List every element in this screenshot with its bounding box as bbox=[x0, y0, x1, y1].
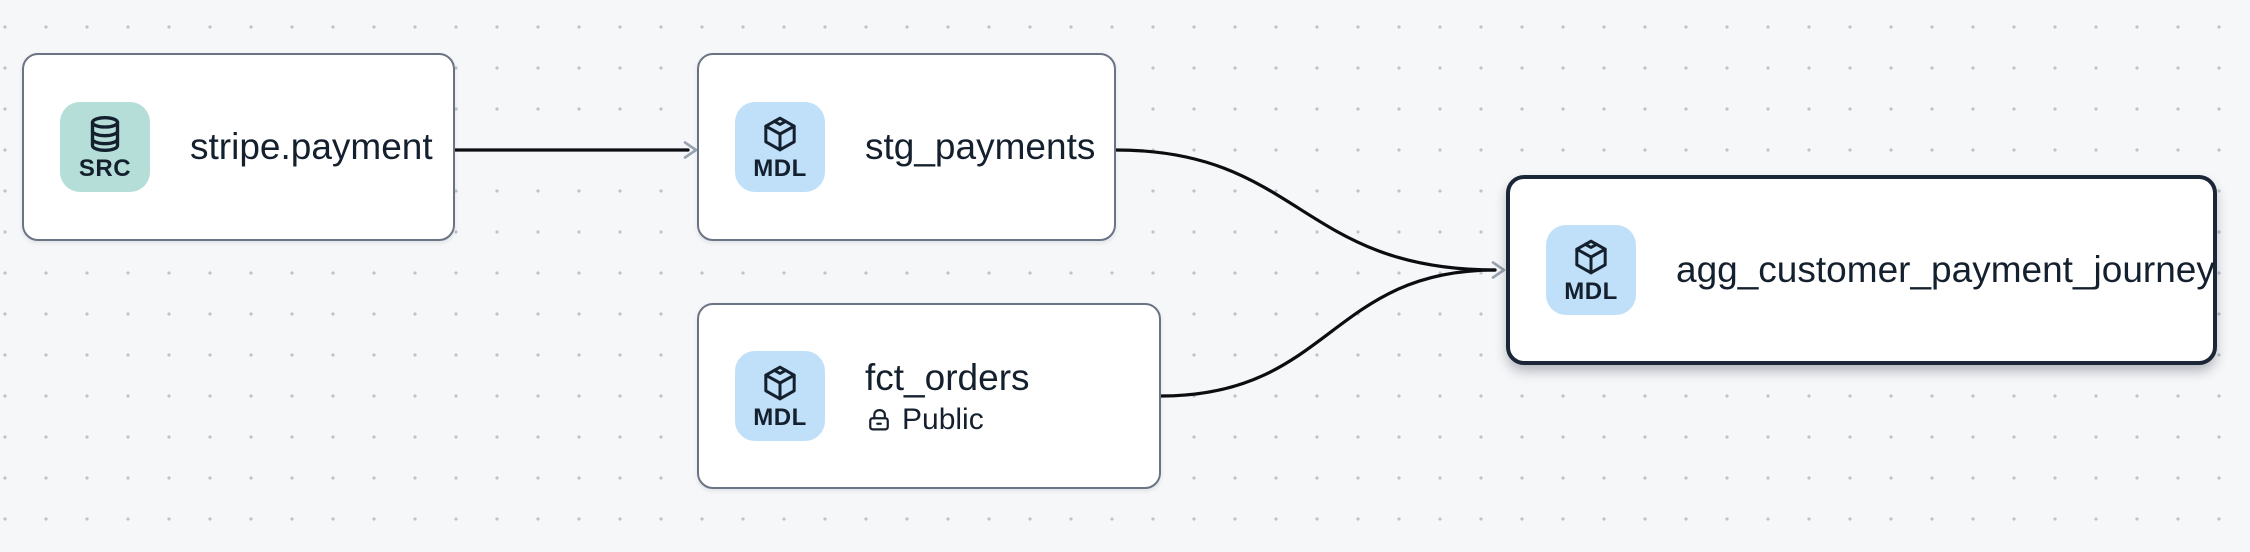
node-stripe-payment[interactable]: SRC stripe.payment bbox=[22, 53, 455, 241]
badge-label: MDL bbox=[1564, 277, 1618, 305]
cube-icon bbox=[1575, 239, 1607, 274]
badge-label: MDL bbox=[753, 403, 807, 431]
database-icon bbox=[90, 115, 120, 152]
cube-icon bbox=[764, 365, 796, 400]
node-title: stripe.payment bbox=[190, 125, 433, 167]
badge-label: SRC bbox=[78, 154, 132, 182]
node-fct-orders[interactable]: MDL fct_orders Public bbox=[697, 303, 1161, 489]
arrowhead-icon bbox=[683, 141, 698, 159]
model-type-badge: MDL bbox=[1546, 225, 1636, 315]
node-title: agg_customer_payment_journey bbox=[1676, 248, 2215, 290]
lock-open-icon bbox=[869, 408, 889, 431]
node-agg-customer-payment-journey[interactable]: MDL agg_customer_payment_journey bbox=[1506, 175, 2217, 365]
model-type-badge: MDL bbox=[735, 351, 825, 441]
node-title: fct_orders bbox=[865, 357, 1030, 399]
source-type-badge: SRC bbox=[60, 102, 150, 192]
model-type-badge: MDL bbox=[735, 102, 825, 192]
edge-stg-payments-to-agg-customer-payment-journey bbox=[1114, 148, 1497, 272]
edge-fct-orders-to-agg-customer-payment-journey bbox=[1159, 268, 1497, 398]
cube-icon bbox=[764, 116, 796, 151]
arrowhead-icon bbox=[1491, 261, 1506, 279]
visibility-row: Public bbox=[865, 402, 1030, 436]
visibility-label: Public bbox=[902, 402, 984, 436]
badge-label: MDL bbox=[753, 154, 807, 182]
node-title: stg_payments bbox=[865, 125, 1096, 167]
node-stg-payments[interactable]: MDL stg_payments bbox=[697, 53, 1116, 241]
